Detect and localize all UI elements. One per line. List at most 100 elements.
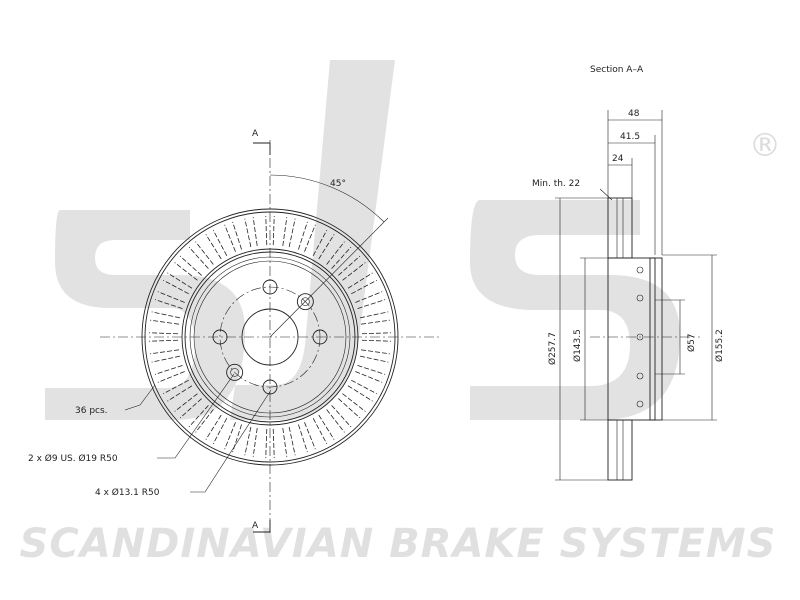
vent-count-text: 36 pcs.: [75, 406, 108, 416]
vent-line: [361, 332, 391, 335]
hat-hole-3: [636, 333, 644, 341]
threaded-hole-inner: [230, 368, 239, 377]
vent-line: [312, 418, 328, 445]
dim-57: Ø57: [686, 333, 697, 352]
vent-line: [252, 428, 258, 457]
hat-outer: [189, 256, 351, 418]
angle-leg: [269, 217, 389, 338]
vent-line: [154, 299, 183, 309]
hat-body: [607, 257, 656, 421]
small-holes-label: 2 x Ø9 US. Ø19 R50: [28, 453, 118, 464]
front-view: A A 45° 36 pcs. 2 x Ø9 US. Ø19 R50 4 x Ø…: [28, 129, 440, 535]
vent-line: [342, 393, 366, 412]
bolt-circle: [219, 286, 321, 388]
center-bore: [241, 308, 299, 366]
vent-line: [212, 418, 228, 445]
hat-hole-5: [636, 400, 644, 408]
hat-hole-2: [636, 294, 644, 302]
vent-line: [361, 349, 390, 355]
vent-line: [205, 414, 222, 440]
vent-line: [326, 241, 345, 265]
vent-line: [282, 217, 288, 246]
section-marker-top: A: [252, 129, 259, 139]
vent-line: [157, 291, 185, 303]
vent-line: [150, 319, 179, 325]
vent-line: [288, 426, 296, 456]
vent-line: [162, 279, 189, 295]
vent-line: [232, 221, 242, 250]
registered-mark: ®: [749, 126, 781, 164]
vent-line: [174, 393, 198, 412]
vent-line: [149, 339, 179, 342]
vent-line: [179, 255, 202, 276]
vent-line: [357, 299, 386, 309]
threaded-hole-inner: [301, 297, 310, 306]
bolt-hole: [262, 279, 278, 295]
disc-outer-edge-inner: [144, 211, 396, 463]
friction-ring-inner: [181, 248, 359, 426]
vent-line: [359, 355, 389, 363]
vent-line: [355, 371, 383, 383]
vent-count-leader: [124, 384, 156, 411]
bolt-hole: [262, 379, 278, 395]
vent-line: [265, 216, 268, 246]
vent-line: [338, 398, 361, 419]
vent-line: [252, 217, 258, 246]
sbs-logo-watermark: [45, 60, 680, 420]
vent-line: [167, 272, 193, 289]
vent-line: [232, 424, 242, 453]
section-marker-bottom: A: [252, 521, 259, 531]
friction-ring-bottom: [607, 419, 633, 481]
vent-line: [312, 229, 328, 256]
angle-arc: [269, 174, 385, 223]
vent-line: [151, 311, 181, 319]
vent-line: [224, 224, 236, 252]
section-view: Section A–A 48 41.5 24 Min. th. 22: [532, 65, 725, 481]
bolt-holes-leader: [190, 389, 272, 493]
vent-line: [150, 349, 179, 355]
vent-line: [188, 405, 209, 428]
vent-line: [351, 379, 378, 395]
vent-line: [357, 365, 386, 375]
section-title: Section A–A: [590, 65, 644, 75]
vent-line: [174, 262, 198, 281]
friction-ring-inner-2: [184, 251, 356, 423]
dim-257-7: Ø257.7: [547, 332, 558, 365]
bolt-hole: [212, 329, 228, 345]
vent-line: [151, 355, 181, 363]
vent-line: [162, 379, 189, 395]
angle-label: 45°: [330, 179, 346, 189]
vent-line: [212, 229, 228, 256]
vent-line: [359, 311, 389, 319]
dim-143-5: Ø143.5: [572, 329, 583, 362]
vent-line: [347, 272, 373, 289]
hat-outer-2: [193, 260, 347, 414]
threaded-hole: [226, 363, 244, 381]
vent-line: [154, 365, 183, 375]
vent-line: [342, 262, 366, 281]
vent-line: [157, 371, 185, 383]
vent-line: [205, 234, 222, 260]
vent-line: [361, 319, 390, 325]
dim-48: 48: [628, 109, 640, 119]
vent-line: [298, 221, 308, 250]
vent-line: [224, 422, 236, 450]
vent-line: [326, 409, 345, 433]
vent-line: [195, 409, 214, 433]
vent-line: [355, 291, 383, 303]
vent-line: [361, 339, 391, 342]
vent-line: [304, 422, 316, 450]
vent-line: [167, 385, 193, 402]
vent-line: [282, 428, 288, 457]
hub-holes: [212, 279, 328, 395]
vent-channels: [149, 216, 391, 458]
vent-line: [195, 241, 214, 265]
brand-caption: SCANDINAVIAN BRAKE SYSTEMS: [20, 521, 777, 567]
dim-155-2: Ø155.2: [714, 329, 725, 362]
vent-line: [272, 216, 275, 246]
threaded-hole: [296, 293, 314, 311]
vent-line: [351, 279, 378, 295]
vent-line: [331, 405, 352, 428]
disc-outer-edge: [141, 208, 399, 466]
